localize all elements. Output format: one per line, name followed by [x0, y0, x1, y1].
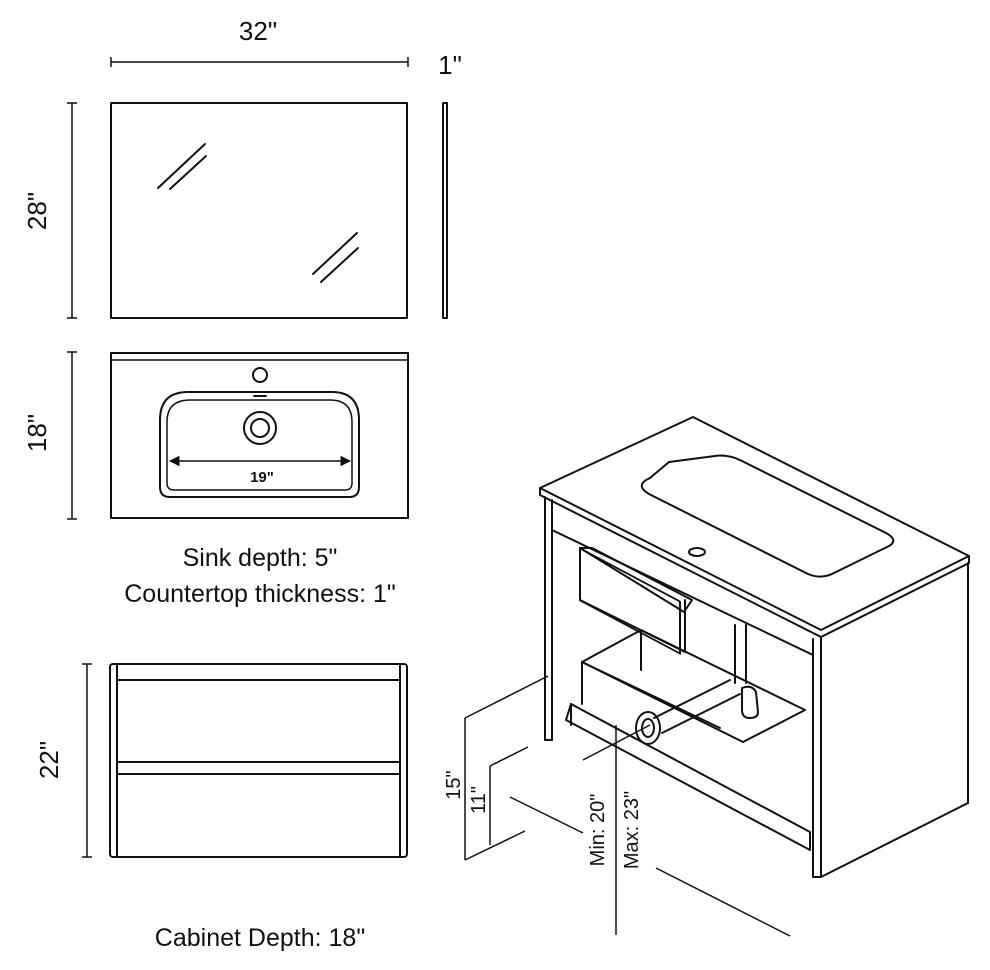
drain-outer	[243, 411, 277, 445]
dim-15-bottom-extension	[464, 830, 526, 861]
countertop-caption: Sink depth: 5" Countertop thickness: 1"	[100, 540, 420, 612]
dim-max-label: Max: 23"	[621, 791, 643, 869]
mirror-depth-label: 1"	[438, 50, 462, 80]
mirror-front	[110, 102, 408, 319]
vanity-perspective-view: 15" 11" Min: 20" Max: 23"	[443, 416, 970, 937]
dim-15-label: 15"	[443, 770, 465, 799]
countertop-thickness-caption: Countertop thickness: 1"	[124, 580, 396, 608]
drain-flange	[635, 711, 661, 745]
faucet-hole	[252, 367, 268, 383]
mirror-view: 32" 1" 28"	[22, 16, 462, 319]
countertop-top-view: 18" 19"	[22, 351, 409, 520]
cabinet-front-view: 22"	[34, 663, 408, 858]
basin-inner	[166, 399, 353, 491]
cabinet-outline	[109, 663, 408, 858]
dim-min-label: Min: 20"	[587, 794, 609, 867]
perspective-faucet-hole	[688, 547, 706, 557]
countertop-height-label: 18"	[22, 414, 52, 452]
countertop-outline	[110, 352, 409, 519]
mirror-reflection-icon	[157, 143, 359, 283]
basin-outer	[159, 391, 360, 498]
floor-reference-line	[655, 867, 791, 937]
cabinet-height-label: 22"	[34, 741, 64, 779]
perspective-countertop	[539, 416, 970, 631]
perspective-basin	[640, 454, 895, 578]
dim-11-top-extension	[489, 746, 529, 767]
dim-15-top-extension	[464, 675, 549, 719]
mirror-side	[442, 102, 448, 319]
drain-inner	[250, 418, 270, 438]
cabinet-depth-caption: Cabinet Depth: 18"	[154, 924, 366, 952]
p-trap-plumbing	[635, 624, 759, 745]
sink-depth-caption: Sink depth: 5"	[182, 544, 338, 572]
basin-width-label: 19"	[250, 469, 274, 486]
mirror-width-label: 32"	[239, 16, 277, 46]
dim-11-label: 11"	[468, 786, 490, 814]
min-max-extension	[509, 796, 584, 834]
mirror-height-label: 28"	[22, 192, 52, 230]
perspective-drawer-front	[565, 703, 811, 851]
